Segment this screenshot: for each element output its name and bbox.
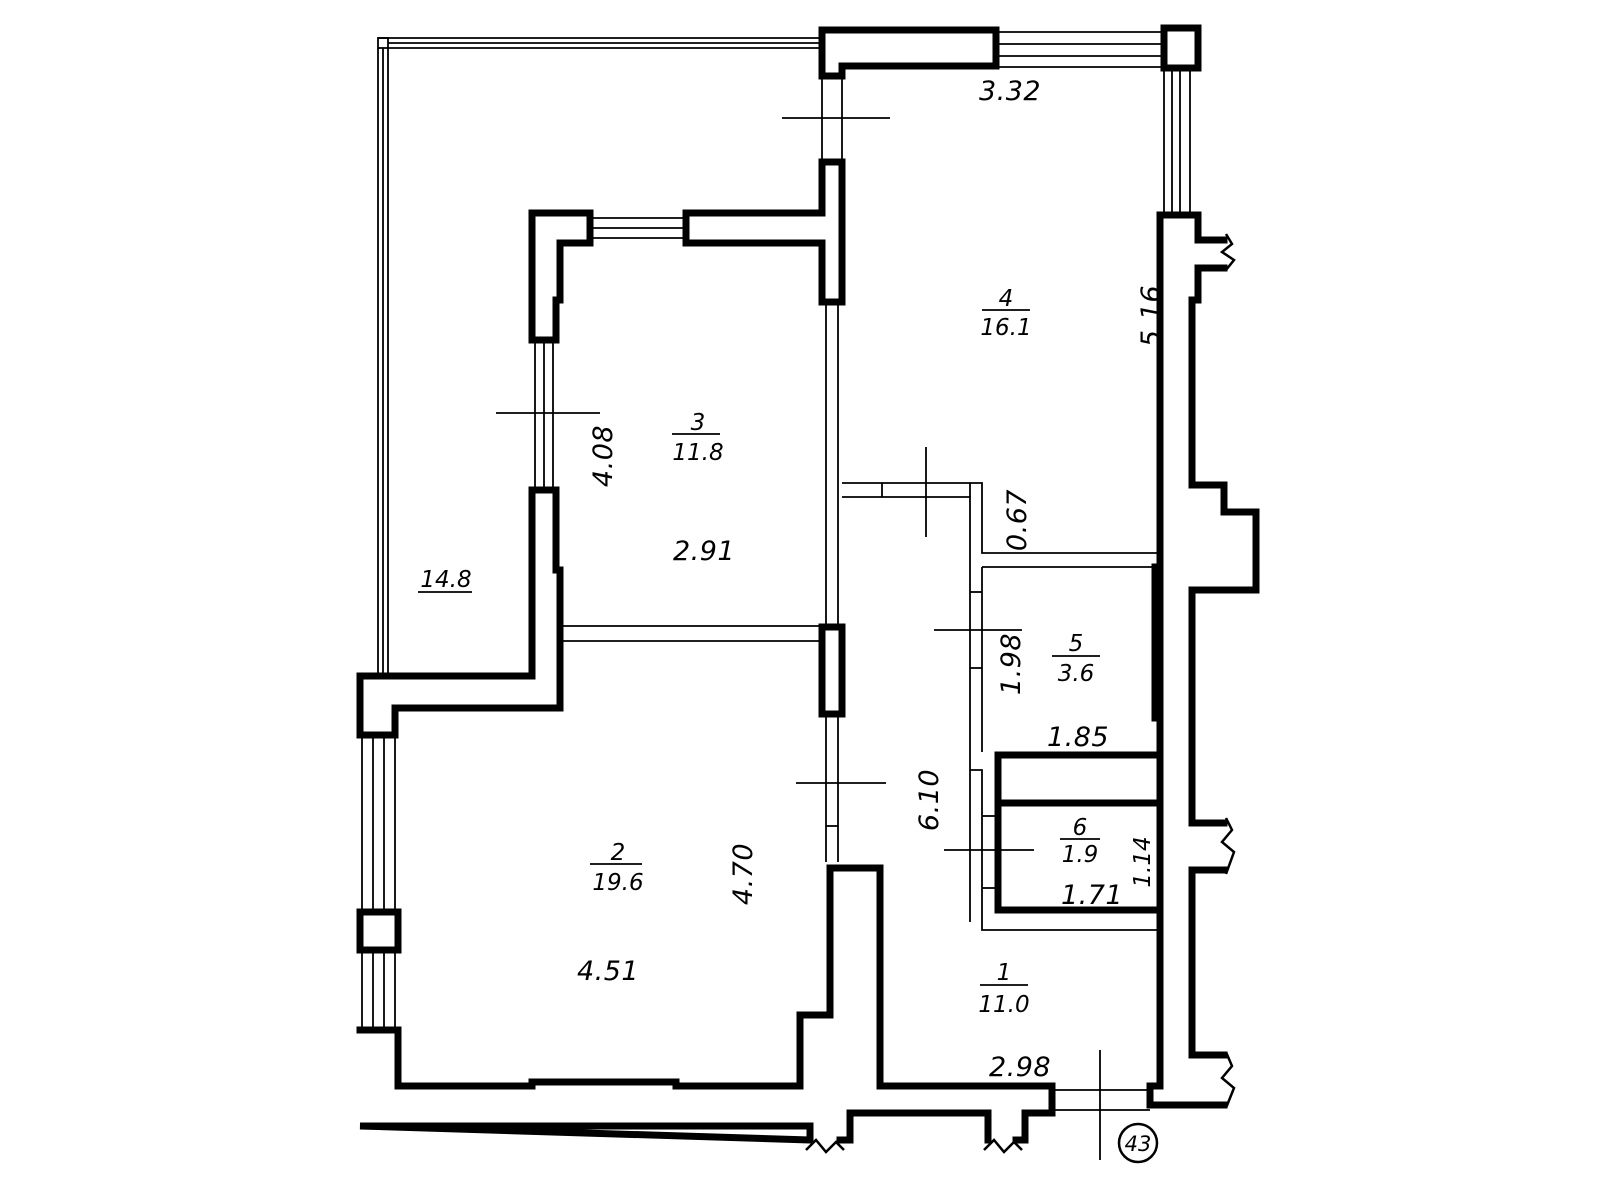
dim-room3-length: 4.08 xyxy=(588,425,619,487)
svg-text:3.6: 3.6 xyxy=(1058,661,1095,687)
dim-room4-length: 5.16 xyxy=(1136,285,1167,347)
dim-corridor-jog: 0.67 xyxy=(1002,489,1033,551)
svg-text:2: 2 xyxy=(611,840,626,866)
balcony-glazing xyxy=(377,37,822,678)
partition-3-4-upper xyxy=(682,158,846,483)
svg-text:6: 6 xyxy=(1073,815,1088,841)
svg-text:16.1: 16.1 xyxy=(980,315,1031,341)
dim-room6-length: 1.14 xyxy=(1130,836,1156,887)
dim-room3-width: 2.91 xyxy=(673,536,735,567)
entrance-door xyxy=(1052,1050,1150,1160)
svg-text:19.6: 19.6 xyxy=(592,870,643,896)
svg-text:4: 4 xyxy=(999,286,1014,312)
room3-west-wall xyxy=(356,209,686,739)
svg-text:1.9: 1.9 xyxy=(1062,842,1099,868)
divider-3-2 xyxy=(562,483,886,862)
room-2-label: 2 19.6 xyxy=(590,840,644,896)
dim-room4-width: 3.32 xyxy=(979,76,1041,107)
dim-room1-width: 2.98 xyxy=(989,1052,1051,1083)
bathroom-block xyxy=(842,447,1164,931)
room-1-label: 1 11.0 xyxy=(978,960,1029,1018)
svg-text:5: 5 xyxy=(1069,631,1084,657)
dim-room6-width: 1.71 xyxy=(1061,880,1123,911)
dim-room5-width: 1.85 xyxy=(1047,722,1109,753)
svg-text:11.8: 11.8 xyxy=(672,440,723,466)
svg-text:11.0: 11.0 xyxy=(978,992,1029,1018)
svg-text:43: 43 xyxy=(1125,1132,1152,1156)
svg-text:3: 3 xyxy=(691,410,706,436)
balcony-door-top xyxy=(782,76,890,162)
right-wall xyxy=(1146,211,1260,1109)
dim-room2-width: 4.51 xyxy=(577,956,639,987)
room-3-label: 3 11.8 xyxy=(672,410,724,466)
top-wall xyxy=(818,24,1202,215)
svg-text:14.8: 14.8 xyxy=(420,567,471,593)
room-5-label: 5 3.6 xyxy=(1052,631,1100,687)
dim-room2-length: 4.70 xyxy=(728,843,759,905)
dim-room5-length: 1.98 xyxy=(996,633,1027,695)
dim-corridor-length: 6.10 xyxy=(914,769,945,831)
axis-marker: 43 xyxy=(1117,1122,1159,1164)
room-6-label: 6 1.9 xyxy=(1060,815,1100,868)
svg-text:1: 1 xyxy=(997,960,1012,986)
room-4-label: 4 16.1 xyxy=(980,286,1031,341)
room2-west-wall xyxy=(356,735,1056,1154)
balcony-label: 14.8 xyxy=(418,567,472,593)
